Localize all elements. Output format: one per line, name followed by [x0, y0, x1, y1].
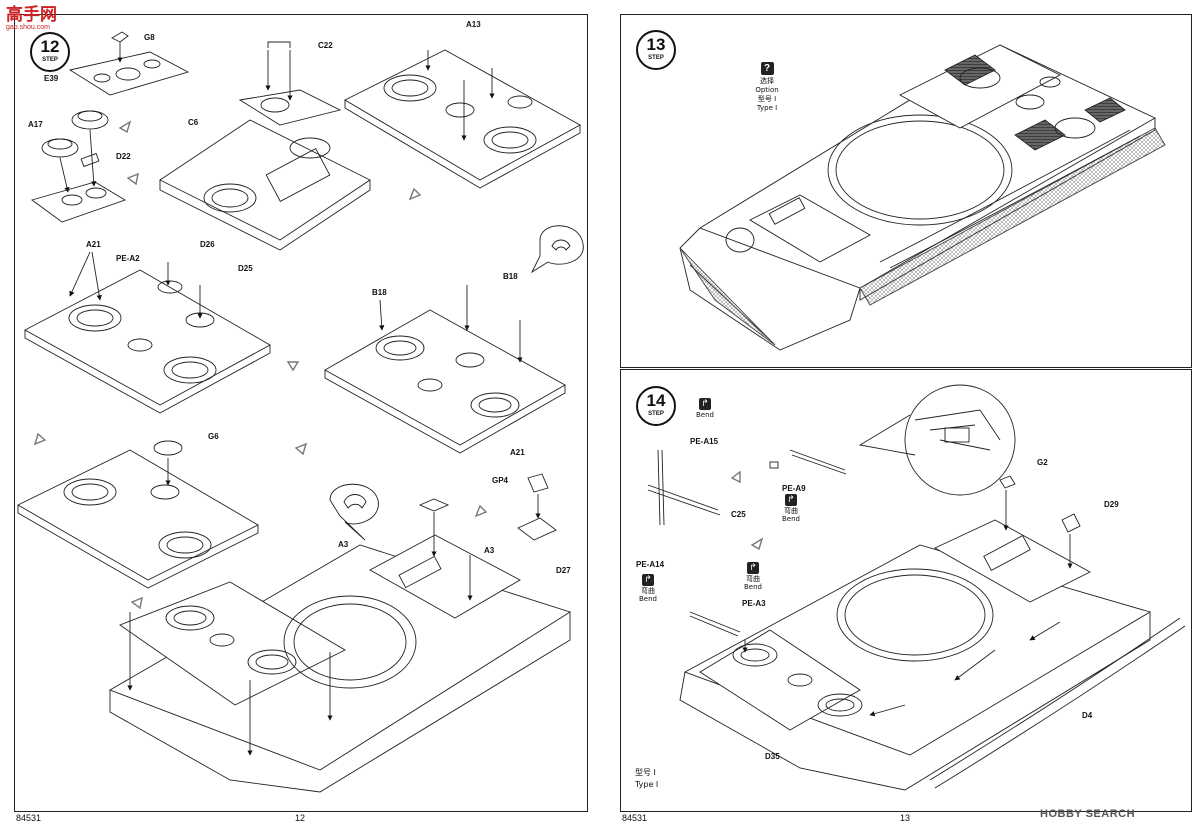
bend-detail-callout-left	[329, 225, 584, 541]
bend-note-pe-a14: ↱ 弯曲 Bend	[633, 574, 663, 603]
a17-sub-assembly	[30, 110, 127, 223]
part-label-pe-a14: PE-A14	[636, 560, 665, 569]
detail-magnifier-callout	[858, 384, 1016, 496]
bend-icon: ↱	[747, 562, 759, 574]
option-cn: 选择	[760, 77, 774, 85]
left-page-number: 12	[295, 813, 306, 823]
part-label-pe-a15: PE-A15	[690, 437, 719, 446]
step-14-word: STEP	[648, 411, 664, 417]
step-13-badge: 13 STEP	[636, 30, 676, 70]
part-label-d26: D26	[200, 240, 215, 249]
part-label-a21-right: A21	[510, 448, 525, 457]
type-note-cn: 型号 Ⅰ	[635, 768, 656, 777]
watermark-cn: 高手网	[6, 5, 57, 25]
step-12-number: 12	[40, 37, 60, 56]
e39-hatch-part	[68, 31, 190, 96]
part-label-c25: C25	[731, 510, 746, 519]
part-label-c6: C6	[188, 118, 199, 127]
part-label-b18-right: B18	[503, 272, 518, 281]
type-note-en: Type Ⅰ	[635, 780, 659, 789]
bend-top-en: Bend	[696, 411, 714, 419]
option-type-note: ? 选择 Option 型号 Ⅰ Type Ⅰ	[748, 62, 786, 113]
step-14-number: 14	[646, 391, 666, 410]
hull-complete-assembly	[679, 44, 1166, 351]
flow-arrows-right	[730, 470, 764, 551]
bend-pe-a9-cn: 弯曲	[784, 507, 798, 515]
watermark-url: gao.shou.com	[6, 24, 50, 31]
part-label-pe-a2: PE-A2	[116, 254, 140, 263]
part-label-g6: G6	[208, 432, 219, 441]
left-catalog-number: 84531	[16, 813, 42, 823]
pe-tools-parts	[647, 449, 847, 526]
part-label-d22: D22	[116, 152, 131, 161]
part-label-b18-left: B18	[372, 288, 387, 297]
option-en: Option	[755, 86, 779, 94]
part-label-g2: G2	[1037, 458, 1048, 467]
part-label-d35: D35	[765, 752, 780, 761]
part-label-a21-top: A21	[86, 240, 101, 249]
bend-icon: ↱	[785, 494, 797, 506]
part-label-pe-a9: PE-A9	[782, 484, 806, 493]
right-catalog-number: 84531	[622, 813, 648, 823]
right-page-number: 13	[900, 813, 911, 823]
b18-engine-deck	[324, 285, 566, 454]
bend-pe-a9-en: Bend	[782, 515, 800, 523]
part-label-a17: A17	[28, 120, 43, 129]
bend-pe-a14-cn: 弯曲	[641, 587, 655, 595]
hobby-search-watermark: HOBBY SEARCH	[1040, 808, 1136, 820]
a21-engine-deck	[24, 251, 271, 414]
c6-engine-deck	[159, 41, 371, 251]
step-14-badge: 14 STEP	[636, 386, 676, 426]
option-type-cn: 型号 Ⅰ	[757, 95, 777, 103]
step-12-word: STEP	[42, 57, 58, 63]
bend-icon: ↱	[642, 574, 654, 586]
part-label-a13: A13	[466, 20, 481, 29]
part-label-c22: C22	[318, 41, 333, 50]
step-13-number: 13	[646, 35, 666, 54]
part-label-d25: D25	[238, 264, 253, 273]
step-13-word: STEP	[648, 55, 664, 61]
part-label-a3-left: A3	[338, 540, 349, 549]
bend-note-top: ↱ Bend	[690, 398, 720, 419]
part-label-d27: D27	[556, 566, 571, 575]
hull-left-assembly	[108, 473, 572, 793]
hull-step14-assembly	[679, 475, 1186, 791]
part-label-e39: E39	[44, 74, 59, 83]
part-label-g8: G8	[144, 33, 155, 42]
part-label-pe-a3: PE-A3	[742, 599, 766, 608]
bend-pe-a3-en: Bend	[744, 583, 762, 591]
question-icon: ?	[760, 62, 774, 75]
step-12-badge: 12 STEP	[30, 32, 70, 72]
part-label-d29: D29	[1104, 500, 1119, 509]
site-watermark-logo: 高手网 gao.shou.com	[6, 6, 57, 32]
bend-pe-a3-cn: 弯曲	[746, 575, 760, 583]
part-label-d4: D4	[1082, 711, 1093, 720]
g6-engine-deck	[17, 440, 259, 589]
bend-note-pe-a9: ↱ 弯曲 Bend	[776, 494, 806, 523]
bend-note-pe-a3: ↱ 弯曲 Bend	[738, 562, 768, 591]
a13-engine-deck	[344, 49, 581, 189]
bend-pe-a14-en: Bend	[639, 595, 657, 603]
part-label-gp4: GP4	[492, 476, 509, 485]
bend-icon: ↱	[699, 398, 711, 410]
flow-arrows-left	[33, 120, 488, 610]
part-label-a3-right: A3	[484, 546, 495, 555]
option-type-en: Type Ⅰ	[756, 104, 778, 112]
